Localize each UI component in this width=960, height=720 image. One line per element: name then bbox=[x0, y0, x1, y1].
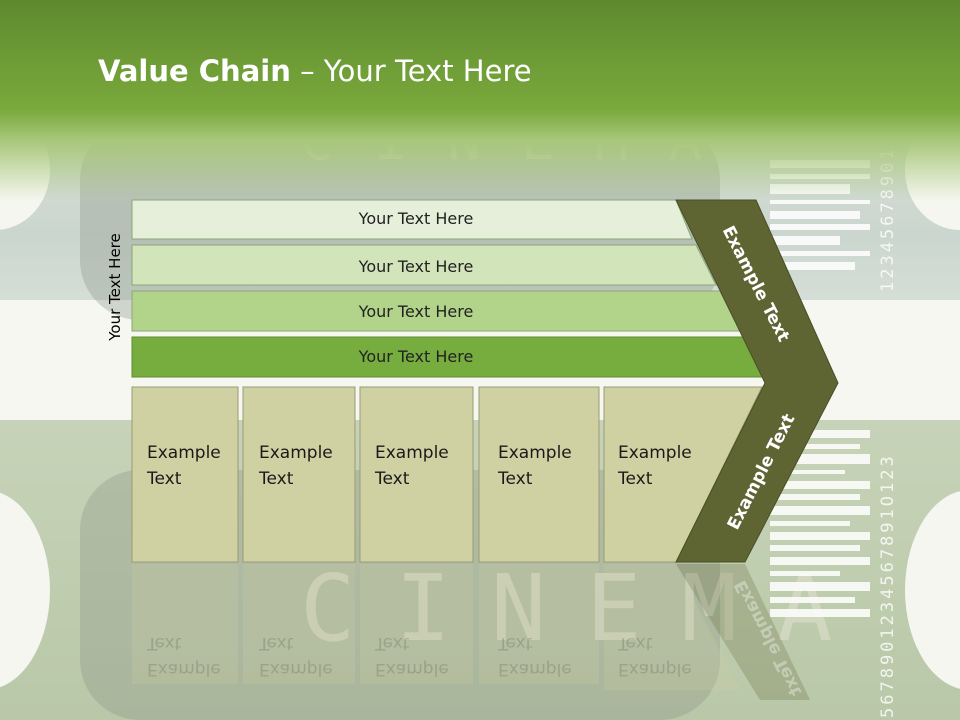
header-band bbox=[0, 0, 960, 200]
box-2-line1: Example bbox=[259, 443, 333, 463]
box-2-line2: Text bbox=[259, 469, 294, 489]
box-3-line2: Text bbox=[375, 469, 410, 489]
title-rest: – Your Text Here bbox=[290, 54, 532, 88]
box-5-line2: Text bbox=[618, 469, 653, 489]
barcode-bottom bbox=[770, 430, 870, 623]
slide-title: Value Chain – Your Text Here bbox=[98, 54, 532, 88]
side-label: Your Text Here bbox=[106, 233, 124, 341]
box-1-line2: Text bbox=[147, 469, 182, 489]
bar-label-1: Your Text Here bbox=[358, 209, 474, 228]
box-1-line1: Example bbox=[147, 443, 221, 463]
barcode-digits-bottom: 5678901234567891O123 bbox=[878, 453, 898, 718]
box-5-line1: Example bbox=[618, 443, 692, 463]
title-bold: Value Chain bbox=[98, 54, 291, 88]
box-4-line1: Example bbox=[498, 443, 572, 463]
bar-label-2: Your Text Here bbox=[358, 257, 474, 276]
bar-label-3: Your Text Here bbox=[358, 302, 474, 321]
bar-label-4: Your Text Here bbox=[358, 347, 474, 366]
box-4-line2: Text bbox=[498, 469, 533, 489]
box-3-line1: Example bbox=[375, 443, 449, 463]
cinema-watermark-bottom: CINEMA bbox=[300, 555, 873, 662]
